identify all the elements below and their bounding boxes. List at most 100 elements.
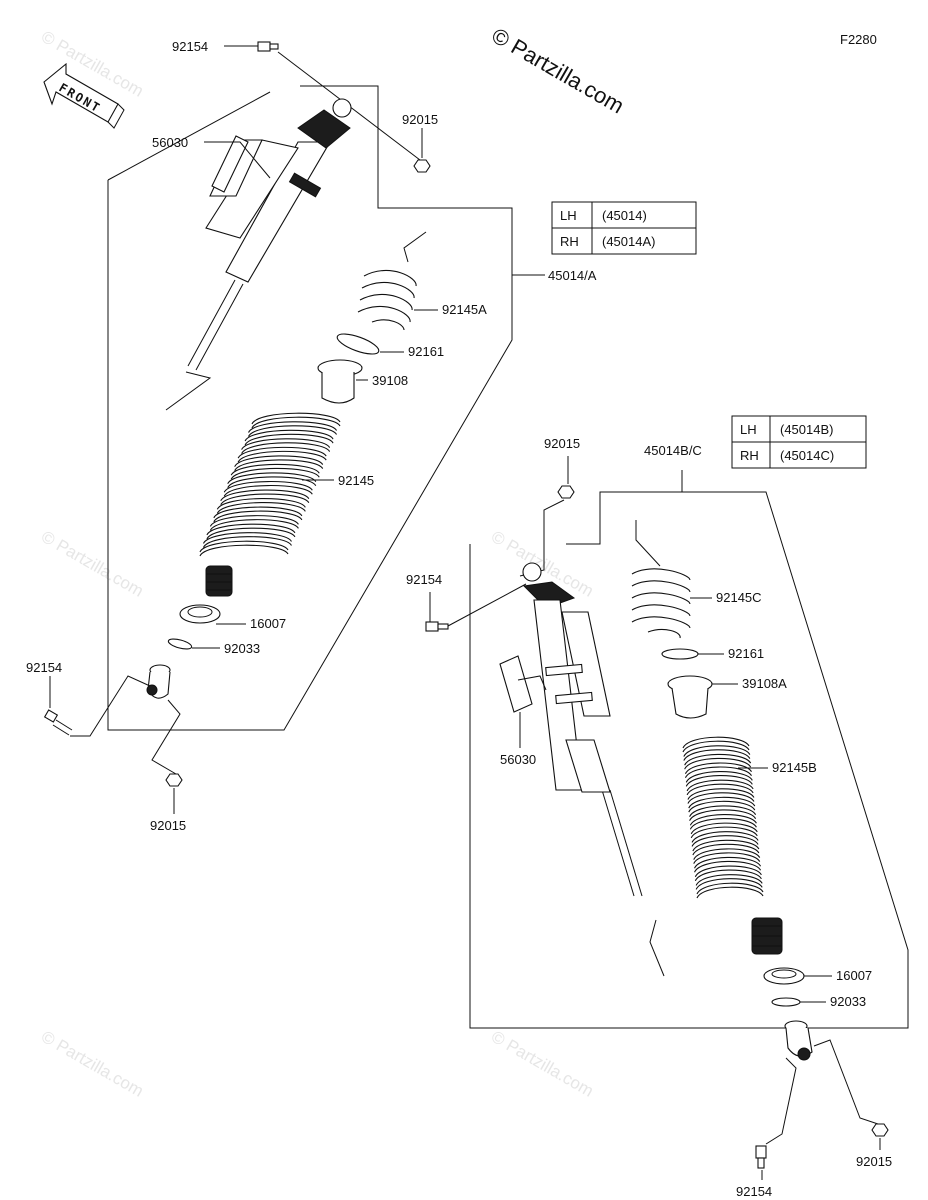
part-label-clip: 92033 <box>830 994 866 1009</box>
spring-coil <box>227 476 317 489</box>
spring-coil <box>685 771 753 783</box>
spring-coil <box>693 852 761 864</box>
spring-coil <box>684 753 752 766</box>
nut-icon <box>165 773 183 787</box>
part-label-bolt: 92154 <box>26 660 62 675</box>
part-label-spring-main: 92145B <box>772 760 817 775</box>
upper-variant-table: LH (45014) RH (45014A) <box>551 201 697 255</box>
shock-absorber <box>522 562 643 897</box>
part-label-seat: 39108 <box>372 373 408 388</box>
table-side: LH <box>740 422 757 437</box>
bolt-icon <box>257 41 279 52</box>
spring-coil <box>683 745 751 757</box>
ring <box>336 333 380 355</box>
spring-coil <box>689 809 757 822</box>
spring-coil <box>202 532 292 544</box>
spring-coil <box>227 472 317 485</box>
spring-coil <box>230 467 320 480</box>
copyright-text: © Partzilla.com <box>488 23 629 119</box>
shock-absorber <box>187 98 352 371</box>
table-part: (45014B) <box>780 422 833 437</box>
part-label-nut: 92015 <box>150 818 186 833</box>
spring-coil <box>682 740 750 753</box>
spring-coil <box>241 442 331 454</box>
spring-coil <box>684 766 752 779</box>
spring-coil <box>689 817 757 830</box>
spring-coil <box>216 498 306 510</box>
bolt-icon <box>43 709 73 736</box>
upper-assembly: LH (45014) RH (45014A) 45014/A 92154 920… <box>26 39 697 833</box>
spring-coil <box>199 544 289 557</box>
bump-stop <box>205 565 233 597</box>
spring-coil <box>223 484 313 497</box>
lower-assembly: LH (45014B) RH (45014C) 45014B/C 92015 9… <box>406 415 909 1199</box>
spring-coil <box>695 878 763 890</box>
watermark: © Partzilla.com <box>488 1027 597 1101</box>
bumper-cap <box>179 604 221 624</box>
spring-main <box>682 736 764 899</box>
spring-coil <box>213 506 303 519</box>
spring-coil <box>694 865 762 878</box>
lower-variant-table: LH (45014B) RH (45014C) <box>731 415 867 469</box>
table-side: RH <box>560 234 579 249</box>
sticker <box>211 135 249 193</box>
part-label-nut: 92015 <box>856 1154 892 1169</box>
bolt-icon <box>755 1145 767 1169</box>
spring-coil <box>682 736 750 749</box>
spring-coil <box>216 502 306 514</box>
part-label-bumper: 16007 <box>836 968 872 983</box>
part-label-seat: 39108A <box>742 676 787 691</box>
spring-coil <box>206 523 296 536</box>
spring-coil <box>209 519 299 531</box>
spring-coil <box>237 446 327 459</box>
spring-small <box>357 231 427 331</box>
clip <box>771 997 801 1007</box>
spring-coil <box>244 433 334 446</box>
spring-coil <box>691 831 759 843</box>
table-side: LH <box>560 208 577 223</box>
clip <box>167 638 193 650</box>
spring-coil <box>241 438 331 450</box>
watermark: © Partzilla.com <box>38 527 147 601</box>
spring-coil <box>692 839 760 852</box>
sticker <box>499 655 533 713</box>
part-label-bumper: 16007 <box>250 616 286 631</box>
part-label-bolt: 92154 <box>172 39 208 54</box>
part-label-spring-small: 92145C <box>716 590 762 605</box>
spring-coil <box>688 796 756 809</box>
part-label-ring: 92161 <box>408 344 444 359</box>
spring-coil <box>694 860 762 873</box>
spring-coil <box>696 886 764 899</box>
spring-coil <box>688 800 756 813</box>
spring-coil <box>690 826 758 839</box>
spring-coil <box>199 540 289 553</box>
lower-eyelet <box>784 1020 813 1061</box>
spring-coil <box>690 822 758 835</box>
spring-coil <box>691 835 759 847</box>
part-label-sticker: 56030 <box>500 752 536 767</box>
spring-coil <box>206 527 296 540</box>
spring-coil <box>689 813 757 826</box>
spring-seat <box>317 359 363 404</box>
spring-small <box>631 520 691 639</box>
bolt-icon <box>425 621 449 632</box>
spring-coil <box>696 882 764 895</box>
spring-coil <box>248 421 338 433</box>
ring <box>661 648 699 660</box>
spring-coil <box>220 489 310 502</box>
spring-coil <box>689 805 757 818</box>
spring-coil <box>694 869 762 882</box>
nut-icon <box>413 159 431 173</box>
spring-coil <box>251 412 341 425</box>
spring-coil <box>213 510 303 523</box>
spring-coil <box>686 783 754 796</box>
spring-coil <box>202 536 292 548</box>
spring-coil <box>685 775 753 787</box>
table-part: (45014A) <box>602 234 655 249</box>
spring-coil <box>684 757 752 770</box>
part-label-bolt: 92154 <box>406 572 442 587</box>
part-label-sticker: 56030 <box>152 135 188 150</box>
spring-coil <box>209 515 299 527</box>
spring-main <box>199 412 341 557</box>
